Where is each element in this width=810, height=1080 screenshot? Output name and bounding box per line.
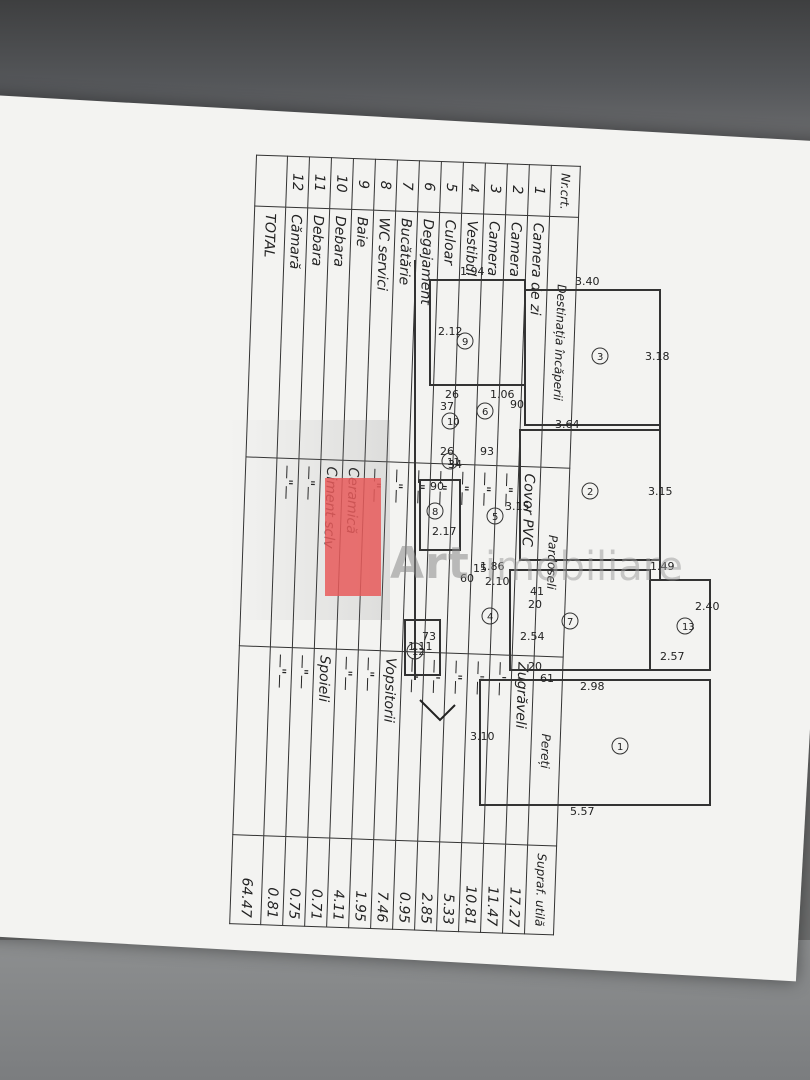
dimension-label: 3.15 xyxy=(648,485,673,498)
dimension-label: 37 xyxy=(440,400,454,413)
dimension-label: 34 xyxy=(448,458,462,471)
room-number: 10 xyxy=(447,417,460,428)
room-number-circle xyxy=(441,452,459,470)
dimension-label: 2.12 xyxy=(438,325,463,338)
dimension-label: 1.06 xyxy=(490,388,515,401)
dimension-label: 3.10 xyxy=(470,730,495,743)
dimension-label: 3.64 xyxy=(555,418,580,431)
room-number-circle xyxy=(561,612,579,630)
dimension-label: 2.57 xyxy=(660,650,685,663)
room-number-circle xyxy=(611,737,629,755)
dimension-label: 3.18 xyxy=(645,350,670,363)
room-number: 7 xyxy=(567,617,573,628)
room-number: 13 xyxy=(682,622,695,633)
dimension-label: 1.86 xyxy=(480,560,505,573)
header-nr: Nr.crt. xyxy=(549,165,581,218)
room-number-circle xyxy=(406,642,424,660)
room-number: 6 xyxy=(482,407,488,418)
room-number: 11 xyxy=(447,457,460,468)
cell-nr: 10 xyxy=(329,157,354,210)
dimension-label: 3.40 xyxy=(575,275,600,288)
cell-nr: 2 xyxy=(505,163,530,216)
dimension-label: 93 xyxy=(480,445,494,458)
dimension-label: 73 xyxy=(422,630,436,643)
room-number: 5 xyxy=(492,512,498,523)
cell-nr: 4 xyxy=(461,162,486,215)
dimension-label: 2.17 xyxy=(432,525,457,538)
dimension-label: 15 xyxy=(473,562,487,575)
room-number: 3 xyxy=(597,352,603,363)
cell-nr: 8 xyxy=(373,159,398,212)
dimension-label: 90 xyxy=(510,398,524,411)
cell-nr: 6 xyxy=(417,160,442,213)
dimension-label: 2.10 xyxy=(485,575,510,588)
dimension-label: 41 xyxy=(530,585,544,598)
room-number: 1 xyxy=(617,742,623,753)
cell-nr: 11 xyxy=(307,156,332,209)
room-number: 12 xyxy=(412,647,425,658)
dimension-label: 20 xyxy=(528,598,542,611)
dimension-label: 60 xyxy=(460,572,474,585)
dimension-label: 90 xyxy=(430,480,444,493)
cell-nr: 1 xyxy=(527,164,552,217)
dimension-label: 2.54 xyxy=(520,630,545,643)
cell-nr: 3 xyxy=(483,163,508,216)
room-number: 4 xyxy=(487,612,493,623)
cell-nr: 7 xyxy=(395,160,420,213)
room-number: 9 xyxy=(462,337,468,348)
room-number-circle xyxy=(476,402,494,420)
room-number-circle xyxy=(441,412,459,430)
cell-area: 0.81 xyxy=(260,835,286,926)
dimension-label: 3.15 xyxy=(505,500,530,513)
cell-area: 4.11 xyxy=(326,838,352,928)
cell-area: 0.71 xyxy=(304,837,330,927)
dimension-label: 61 xyxy=(540,672,554,685)
room-number-circle xyxy=(456,332,474,350)
north-arrow xyxy=(419,699,456,722)
dimension-label: 5.57 xyxy=(570,805,595,818)
cell-nr: 12 xyxy=(285,156,310,209)
room-number-circle xyxy=(581,482,599,500)
cell-area: 0.75 xyxy=(282,836,308,927)
dimension-label: 20 xyxy=(528,660,542,673)
dimension-label: 2.40 xyxy=(695,600,720,613)
room-number-circle xyxy=(426,502,444,520)
dimension-label: 1.94 xyxy=(460,265,485,278)
room-number: 8 xyxy=(432,507,438,518)
total-value: 64.47 xyxy=(229,834,264,925)
room-number-circle xyxy=(481,607,499,625)
dimension-label: 2.98 xyxy=(580,680,605,693)
floor-plan-svg: 1.942.123.403.181.069037269326343.643.15… xyxy=(404,260,720,818)
room-number: 2 xyxy=(587,487,593,498)
dimension-label: 26 xyxy=(440,445,454,458)
room-number-circle xyxy=(486,507,504,525)
cell-nr: 5 xyxy=(439,161,464,214)
dimension-label: 26 xyxy=(445,388,459,401)
cell-nr: 9 xyxy=(351,158,376,211)
room-number-circle xyxy=(591,347,609,365)
dimension-label: 1.49 xyxy=(650,560,675,573)
room-number-circle xyxy=(676,617,694,635)
